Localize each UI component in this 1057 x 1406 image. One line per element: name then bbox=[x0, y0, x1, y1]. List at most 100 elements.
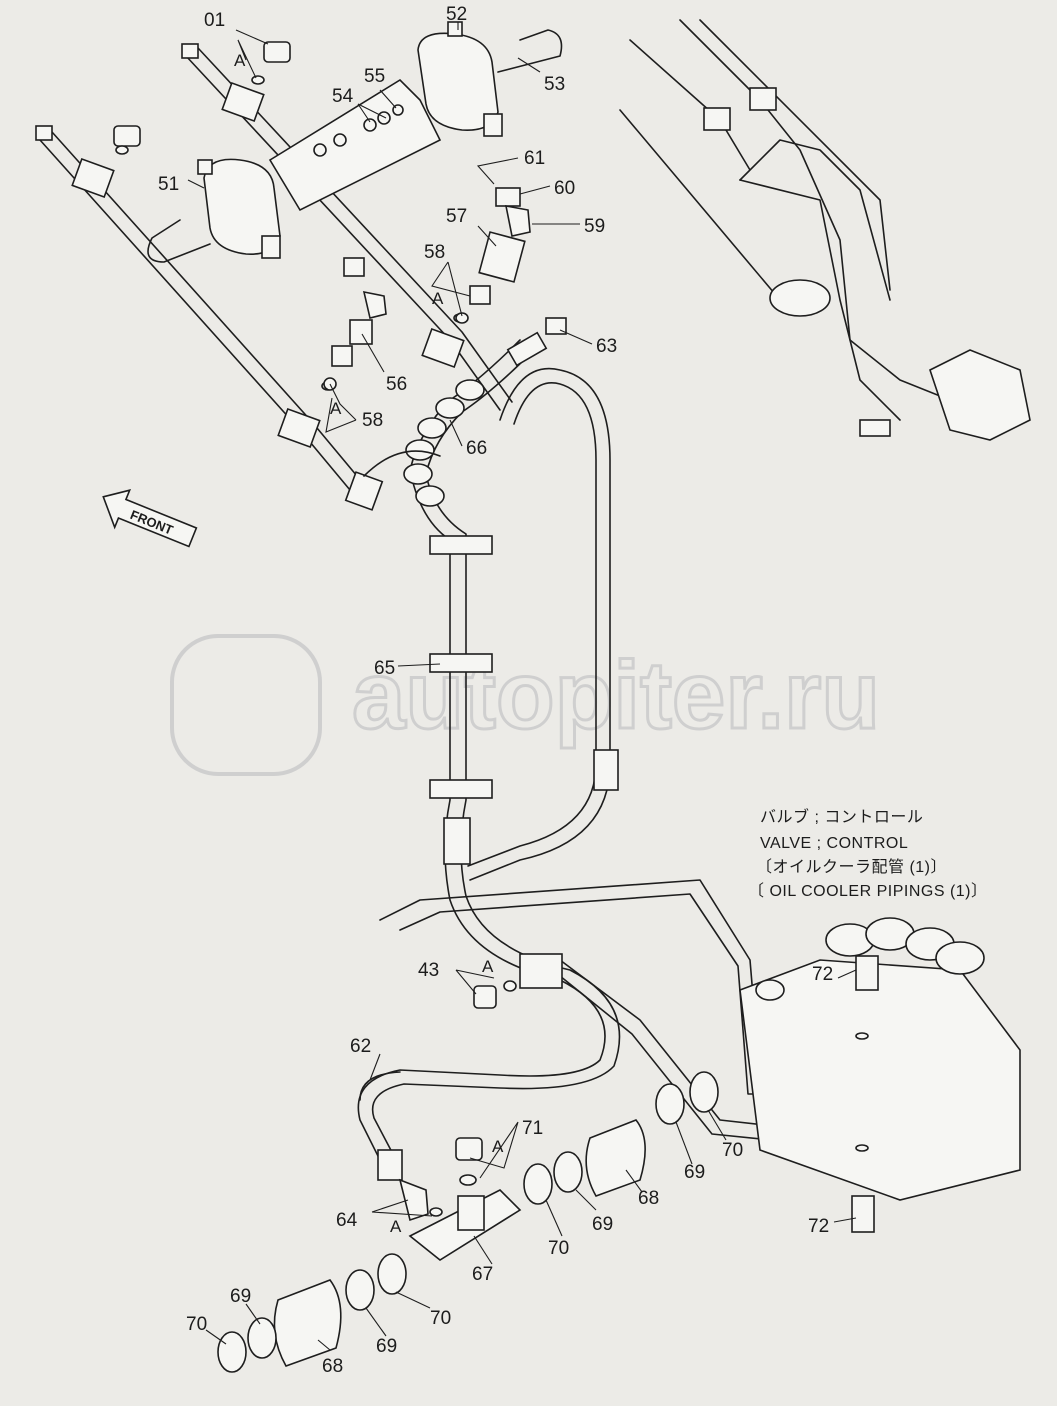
part-label-69-mid: 69 bbox=[592, 1214, 613, 1235]
tee-fitting-4 bbox=[421, 328, 465, 368]
part-label-54: 54 bbox=[332, 86, 354, 107]
title-en-1: VALVE ; CONTROL bbox=[760, 835, 908, 852]
tee-fitting-3 bbox=[277, 408, 321, 448]
title-en-2: 〔 OIL COOLER PIPINGS (1)〕 bbox=[748, 882, 988, 900]
part-label-62: 62 bbox=[350, 1036, 371, 1057]
inset-boom-pin bbox=[769, 279, 831, 317]
front-marker: FRONT bbox=[102, 489, 198, 548]
tee-block-43 bbox=[519, 953, 563, 989]
inset-valve bbox=[929, 349, 1031, 441]
inset-filter-2 bbox=[749, 87, 777, 111]
washer-54b bbox=[377, 111, 391, 125]
ref-a-5: A bbox=[492, 1137, 504, 1156]
watermark-logo-icon bbox=[170, 634, 322, 776]
adapter-60 bbox=[495, 187, 521, 207]
rubber-hose-68a bbox=[585, 1119, 646, 1197]
mounting-bracket bbox=[268, 78, 442, 212]
part-label-53: 53 bbox=[544, 74, 565, 95]
hose-fitting-62 bbox=[377, 1149, 403, 1181]
relief-valve-72a bbox=[855, 955, 879, 991]
filter-51 bbox=[197, 158, 281, 259]
leader-lines bbox=[187, 22, 857, 1351]
elbow-59 bbox=[504, 205, 531, 237]
plug-71 bbox=[455, 1137, 483, 1161]
pipe-end-nut-1 bbox=[35, 125, 53, 141]
clamp-69c bbox=[345, 1269, 375, 1311]
clamp-65a bbox=[429, 535, 493, 555]
part-label-01: 01 bbox=[204, 10, 225, 31]
part-label-69-right: 69 bbox=[684, 1162, 705, 1183]
part-label-52: 52 bbox=[446, 4, 467, 25]
title-jp-2: 〔オイルクーラ配管 (1)〕 bbox=[756, 858, 947, 876]
hose-main-outer bbox=[357, 339, 606, 1161]
adapter-pipe-1 bbox=[343, 257, 365, 277]
ref-a-3: A bbox=[330, 399, 342, 418]
nut-56 bbox=[349, 319, 373, 345]
relief-valve-72b bbox=[851, 1195, 875, 1233]
plug-43 bbox=[473, 985, 497, 1009]
o-ring-1 bbox=[115, 145, 129, 155]
part-label-43: 43 bbox=[418, 960, 439, 981]
washer-54 bbox=[363, 118, 377, 132]
part-label-68-upper: 68 bbox=[638, 1188, 659, 1209]
reference-letters: A A A A A A bbox=[234, 51, 504, 1236]
tee-fitting-2 bbox=[221, 82, 265, 122]
u-bolt-51 bbox=[147, 219, 211, 263]
inset-pipe-2 bbox=[679, 19, 951, 401]
adapter-58b bbox=[331, 345, 353, 367]
u-bolt-53 bbox=[497, 29, 563, 73]
o-ring-2 bbox=[251, 75, 265, 85]
upper-left-pipes bbox=[35, 21, 567, 491]
lower-tee-assembly bbox=[217, 1071, 719, 1373]
rubber-hose-68b bbox=[273, 1279, 342, 1367]
part-label-57: 57 bbox=[446, 206, 467, 227]
plug-2 bbox=[263, 41, 291, 63]
part-label-67: 67 bbox=[472, 1264, 493, 1285]
title-block: バルブ ; コントロール VALVE ; CONTROL 〔オイルクーラ配管 (… bbox=[748, 807, 988, 900]
title-jp-1: バルブ ; コントロール bbox=[760, 807, 923, 826]
clamp-70a bbox=[689, 1071, 719, 1113]
filter-52 bbox=[417, 21, 503, 137]
o-ring-71 bbox=[459, 1174, 477, 1186]
front-arrow-icon bbox=[102, 489, 198, 548]
part-label-70-left: 70 bbox=[186, 1314, 207, 1335]
pipe-to-valve-1 bbox=[379, 879, 811, 1081]
elbow-pipe-1 bbox=[362, 290, 387, 319]
inset-filter-1 bbox=[703, 107, 731, 131]
part-labels: 01 52 53 54 55 51 61 60 57 59 58 63 56 5… bbox=[158, 4, 833, 1377]
clamp-69b bbox=[553, 1151, 583, 1193]
clamp-69a bbox=[655, 1083, 685, 1125]
clamp-69d bbox=[247, 1317, 277, 1359]
tee-fitting-1 bbox=[71, 158, 115, 198]
ref-a-1: A bbox=[234, 51, 246, 70]
part-label-65: 65 bbox=[374, 658, 395, 679]
part-label-61: 61 bbox=[524, 148, 545, 169]
part-label-64: 64 bbox=[336, 1210, 358, 1231]
elbow-64 bbox=[398, 1178, 429, 1222]
part-label-56: 56 bbox=[386, 374, 407, 395]
o-ring-64 bbox=[429, 1207, 443, 1217]
plug-58 bbox=[469, 285, 491, 305]
inset-hose-end bbox=[859, 419, 891, 437]
part-label-60: 60 bbox=[554, 178, 575, 199]
part-label-68-lower: 68 bbox=[322, 1356, 343, 1377]
part-label-66: 66 bbox=[466, 438, 487, 459]
part-label-58-lower: 58 bbox=[362, 410, 383, 431]
part-label-59: 59 bbox=[584, 216, 605, 237]
control-valve bbox=[739, 917, 1021, 1233]
tee-boss-67 bbox=[457, 1195, 485, 1231]
part-label-69-lower: 69 bbox=[376, 1336, 397, 1357]
o-ring-58 bbox=[455, 312, 469, 324]
bracket-hole-2 bbox=[333, 133, 347, 147]
hose-fitting-66 bbox=[506, 331, 548, 367]
clamp-65c bbox=[429, 779, 493, 799]
part-label-63: 63 bbox=[596, 336, 617, 357]
ref-a-2: A bbox=[432, 289, 444, 308]
watermark: autopiter.ru bbox=[170, 634, 882, 776]
hose-left-link bbox=[363, 450, 441, 477]
part-label-69-left: 69 bbox=[230, 1286, 251, 1307]
clamp-70b bbox=[523, 1163, 553, 1205]
part-label-58-upper: 58 bbox=[424, 242, 445, 263]
o-ring-43 bbox=[503, 980, 517, 992]
